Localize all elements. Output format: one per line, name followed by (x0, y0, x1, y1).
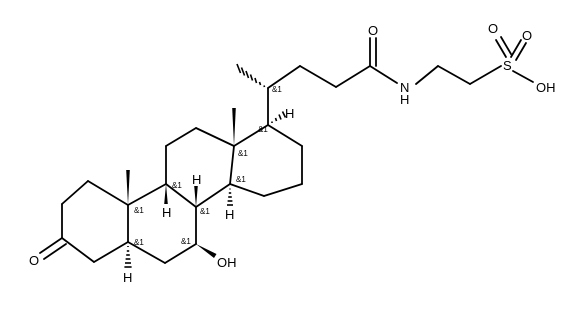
h-c17-hash-bond (271, 111, 287, 123)
ring-b (127, 183, 197, 264)
ketone-group (39, 237, 67, 260)
stereo-descriptor-c7: &1 (181, 237, 191, 246)
h-c14-label: H (225, 207, 234, 222)
amide-hydrogen-label: H (400, 92, 409, 107)
hydroxyl-label: OH (217, 255, 237, 270)
h-c5-label: H (123, 270, 132, 285)
sulfonic-hydroxyl-label: OH (536, 80, 556, 95)
sulfonyl-oxygen-left-label: O (488, 21, 498, 36)
amide-oxygen-label: O (368, 23, 378, 38)
h-c17-label: H (285, 106, 294, 121)
stereo-descriptor-c17: &1 (258, 125, 268, 134)
h-c14-hash-bond (227, 188, 233, 206)
ring-c (165, 127, 235, 208)
stereo-descriptor-c20: &1 (272, 85, 282, 94)
h-c8-label: H (192, 172, 201, 187)
sulfonic-acid-group (495, 36, 534, 83)
h-c8-wedge-bond (194, 186, 198, 207)
methyl-c18 (232, 108, 236, 146)
stereo-descriptor-c5: &1 (134, 238, 144, 247)
stereo-descriptor-c13: &1 (238, 149, 248, 158)
c7-hydroxyl-wedge-bond (196, 244, 217, 258)
sulfur-label: S (503, 58, 512, 73)
stereo-descriptor-c9: &1 (172, 181, 182, 190)
amide-nitrogen-label: N (400, 80, 409, 95)
h-c5-hash-bond (124, 246, 132, 268)
ring-a (61, 180, 129, 263)
h-c9-label: H (162, 205, 171, 220)
sulfonyl-oxygen-right-label: O (522, 28, 532, 43)
methyl-c19 (126, 170, 130, 205)
stereo-descriptor-c8: &1 (200, 207, 210, 216)
ketone-oxygen-label: O (29, 253, 39, 268)
h-c9-wedge-bond (164, 184, 168, 204)
stereo-descriptor-c10: &1 (134, 206, 144, 215)
ring-d (229, 124, 303, 197)
side-chain (236, 37, 502, 126)
stereo-descriptor-c14: &1 (236, 175, 246, 184)
